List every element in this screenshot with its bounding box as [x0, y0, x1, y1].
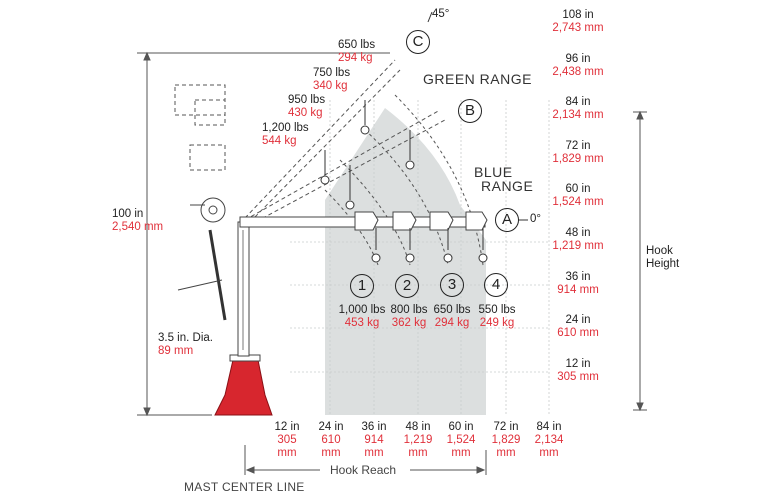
- position-c-marker: C: [406, 30, 430, 54]
- overall-height-dimension: [137, 51, 390, 417]
- hook-position-2: 2: [395, 274, 419, 298]
- mast-diameter-label: 3.5 in. Dia.89 mm: [158, 332, 213, 357]
- hook-reach-dimension: [244, 445, 487, 475]
- blue-range-label-2: RANGE: [481, 178, 534, 194]
- mast-center-line-label: MAST CENTER LINE: [184, 480, 305, 494]
- hook-position-3: 3: [440, 273, 464, 297]
- boom-trolleys: [354, 211, 488, 231]
- hook-reach-label: Hook Reach: [330, 463, 397, 477]
- hook-position-4: 4: [484, 273, 508, 297]
- blue-range-label-1: BLUE: [474, 164, 513, 180]
- raised-boom-positions: [174, 59, 446, 226]
- range-area: [325, 108, 486, 415]
- grid-lines: [290, 100, 550, 415]
- green-range-label: GREEN RANGE: [423, 71, 532, 87]
- hook-height-bracket: [633, 110, 647, 412]
- winch: [177, 197, 227, 321]
- hooks: [320, 100, 488, 263]
- angle-0-label: 0°: [530, 213, 541, 225]
- mast-base: [214, 359, 273, 416]
- hook-position-1: 1: [350, 274, 374, 298]
- angle-leader: [427, 11, 433, 23]
- position-a-marker: A: [495, 208, 519, 232]
- angle-45-label: 45°: [432, 8, 450, 20]
- position-b-marker: B: [458, 99, 482, 123]
